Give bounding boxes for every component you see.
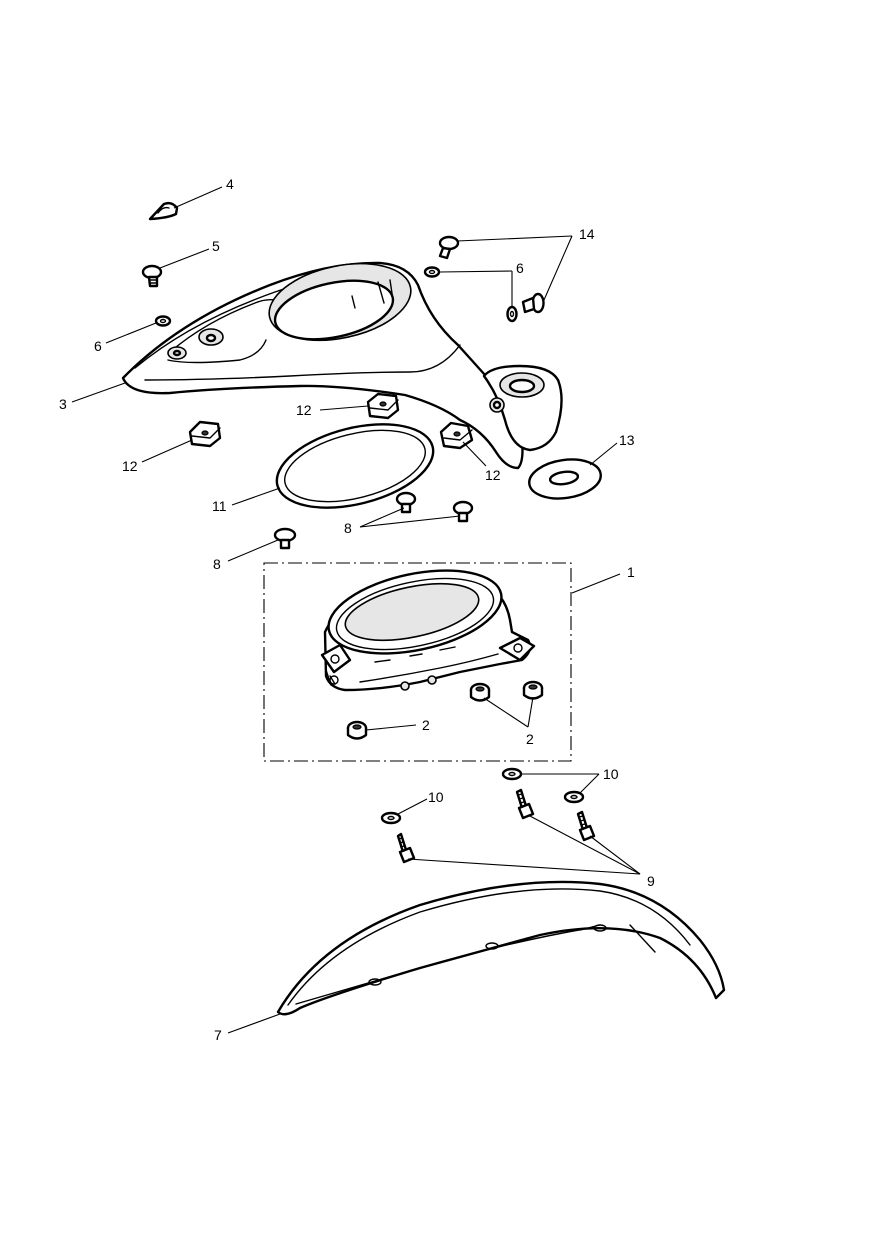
part-4-cap — [148, 201, 179, 221]
part-10-washer-right — [563, 790, 585, 804]
part-11-seal-ring — [275, 423, 435, 509]
part-10-washer-left — [380, 811, 402, 825]
callout-2b: 2 — [526, 731, 534, 747]
callout-7: 7 — [214, 1027, 222, 1043]
callout-11: 11 — [212, 498, 227, 514]
callout-10b: 10 — [603, 766, 619, 782]
callout-14: 14 — [579, 226, 595, 242]
callout-labels: 1 2 2 3 4 5 6 6 7 8 8 9 10 10 11 12 12 1… — [59, 176, 655, 1043]
part-6-washer-left — [154, 315, 172, 327]
part-2-grommet-b — [469, 682, 491, 702]
callout-8a: 8 — [344, 520, 352, 536]
part-12-clip-top — [366, 392, 400, 420]
part-12-clip-right — [439, 421, 474, 450]
part-14-bolt-top — [438, 235, 460, 260]
part-6-washer-right — [506, 305, 518, 323]
part-9-bolt-left — [396, 832, 416, 864]
part-2-grommet-a — [346, 720, 368, 740]
leader-lines — [71, 186, 641, 1034]
callout-6b: 6 — [516, 260, 524, 276]
callout-6a: 6 — [94, 338, 102, 354]
part-14-bolt-right — [521, 292, 545, 314]
part-8-screw-b — [452, 500, 474, 523]
part-3-instrument-housing — [121, 261, 563, 470]
callout-2a: 2 — [422, 717, 430, 733]
callout-5: 5 — [212, 238, 220, 254]
callout-13: 13 — [619, 432, 635, 448]
part-10-washer-mid — [501, 767, 523, 781]
part-7-lower-trim — [276, 880, 726, 1016]
part-8-screw-a — [395, 491, 417, 514]
part-9-bolt-mid — [515, 788, 535, 820]
callout-12c: 12 — [485, 467, 501, 483]
part-13-large-washer — [528, 458, 602, 500]
callout-4: 4 — [226, 176, 234, 192]
part-9-bolt-right — [576, 810, 596, 842]
callout-8b: 8 — [213, 556, 221, 572]
part-12-clip-left — [188, 420, 222, 448]
part-8-screw-c — [273, 527, 297, 550]
callout-12a: 12 — [296, 402, 312, 418]
callout-1: 1 — [627, 564, 635, 580]
part-2-grommet-c — [522, 680, 544, 700]
callout-10a: 10 — [428, 789, 444, 805]
part-5-screw — [141, 264, 163, 288]
callout-12b: 12 — [122, 458, 138, 474]
part-6-washer-top — [423, 266, 441, 278]
part-1-instrument-assembly — [263, 562, 572, 762]
callout-9: 9 — [647, 873, 655, 889]
callout-3: 3 — [59, 396, 67, 412]
